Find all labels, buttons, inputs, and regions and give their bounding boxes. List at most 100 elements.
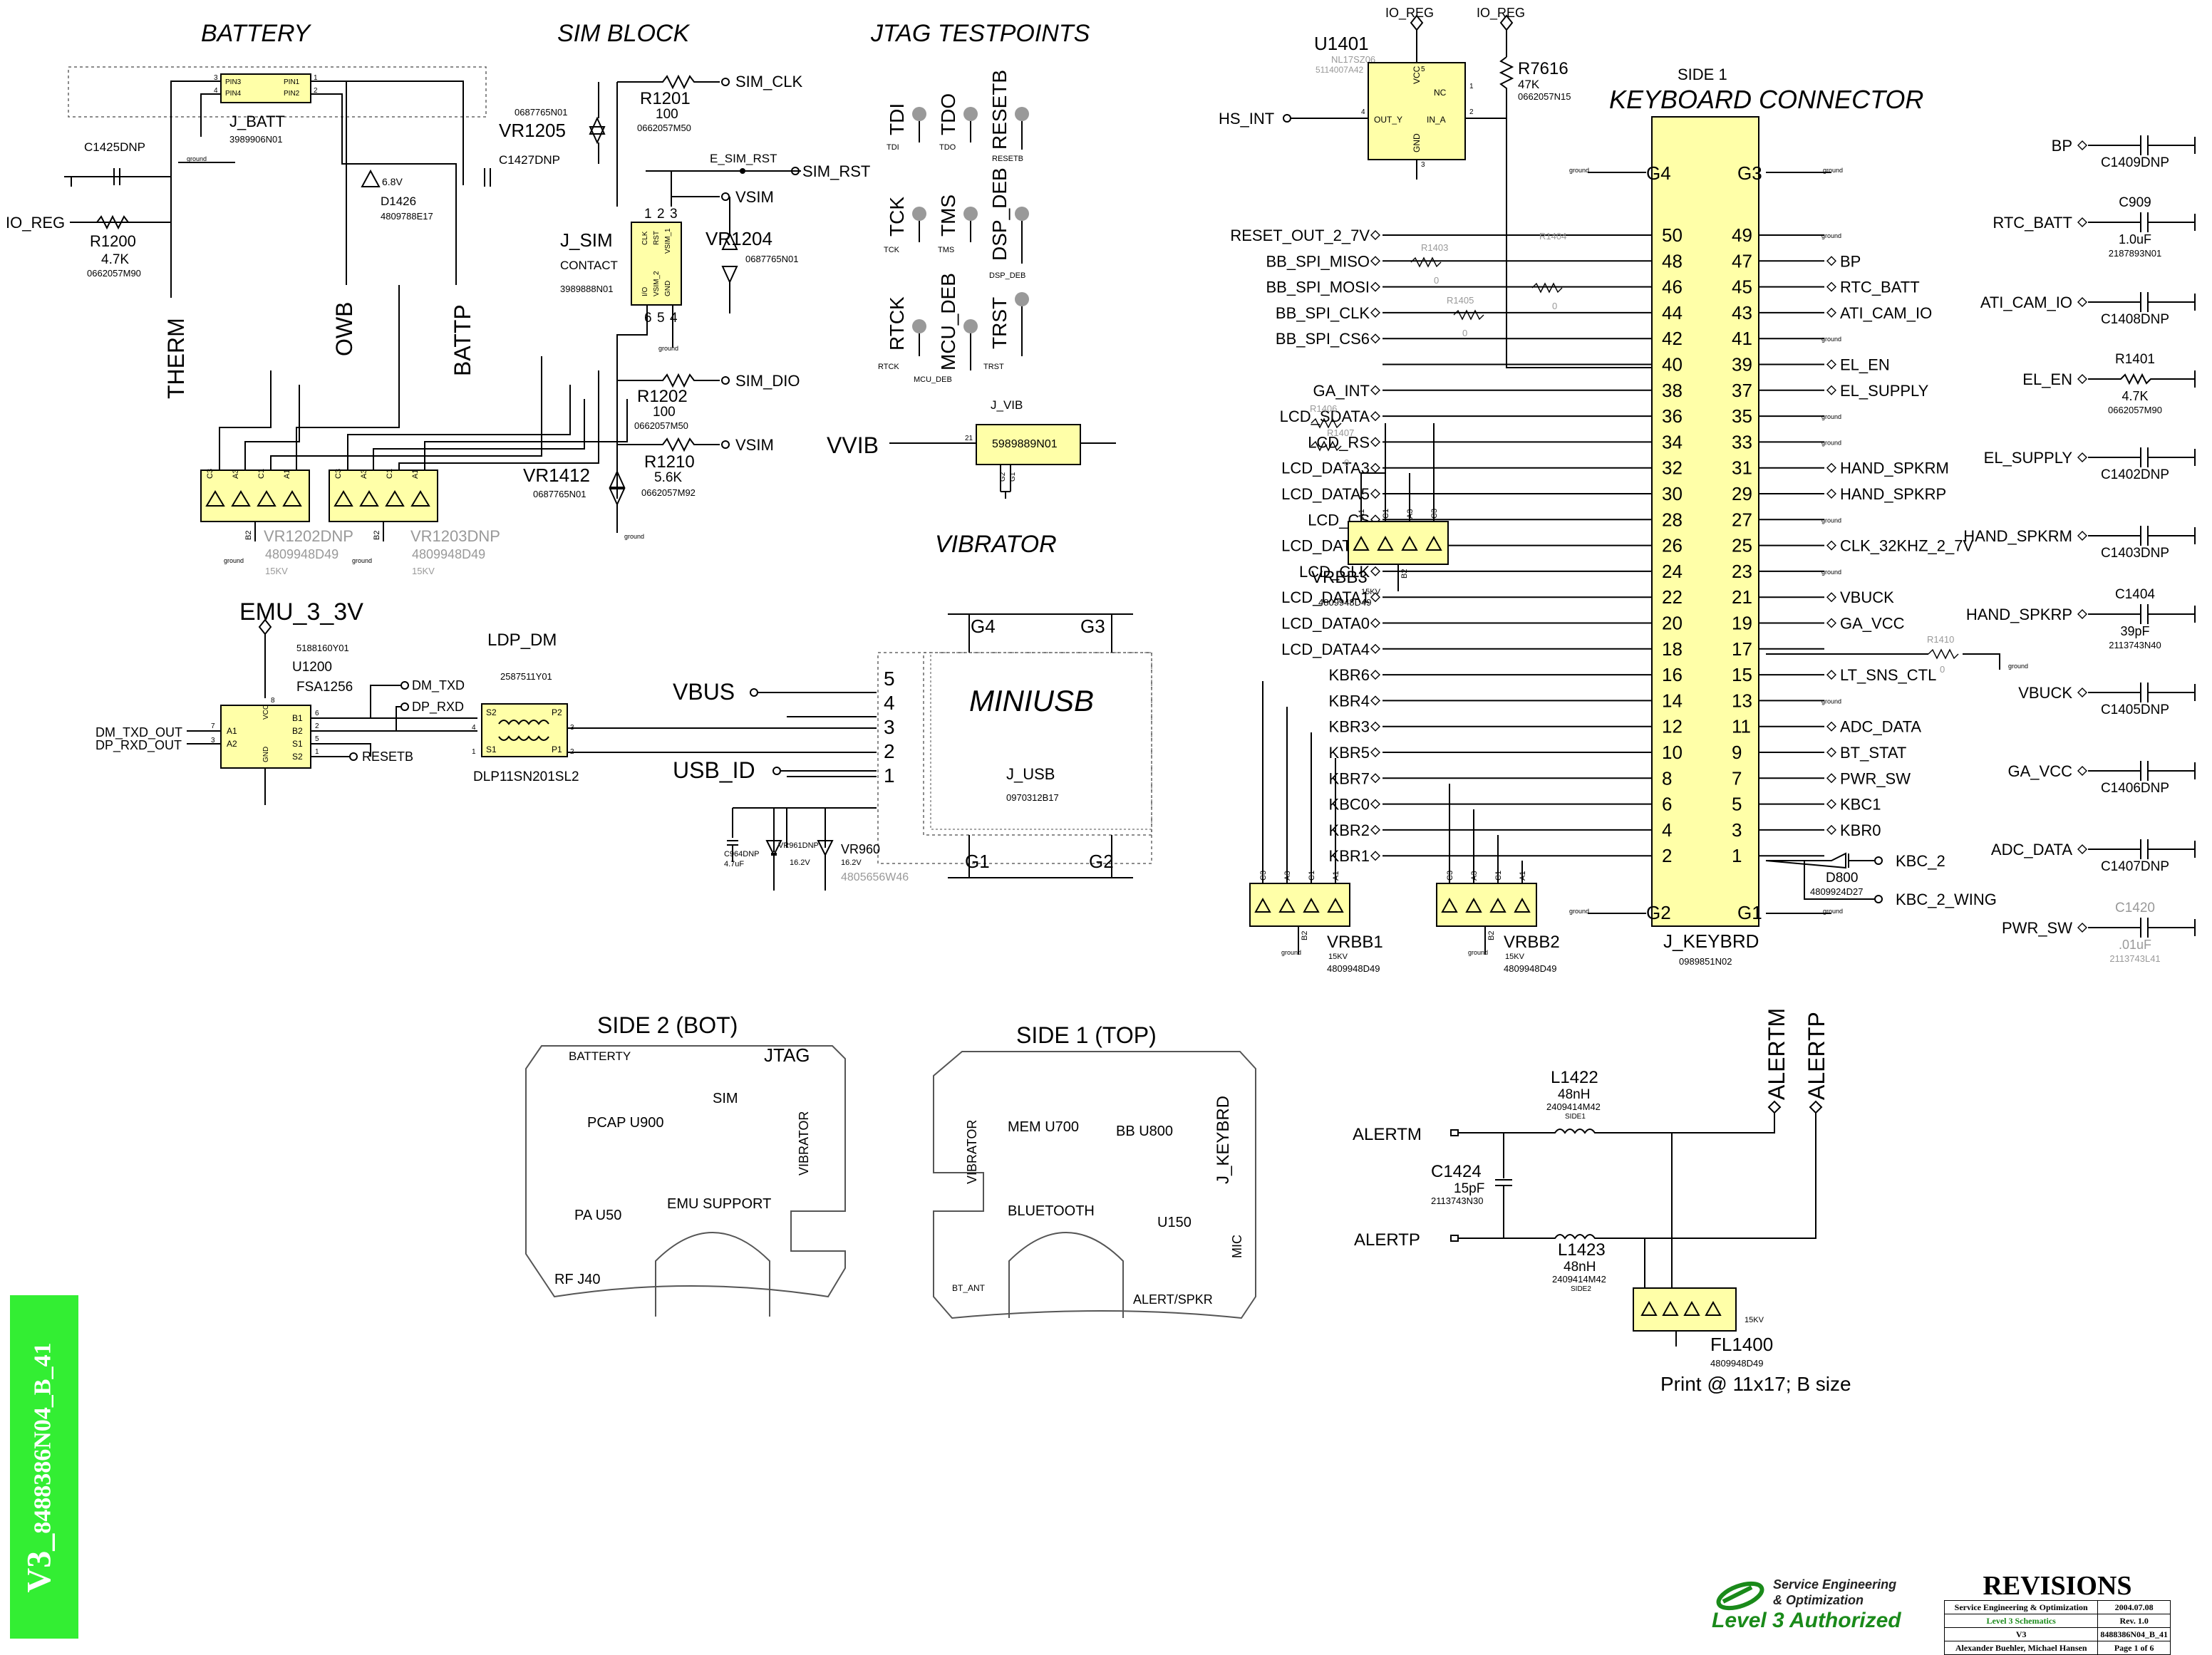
net-port[interactable] [1826, 540, 1836, 551]
net-port[interactable] [1370, 307, 1380, 318]
j-vib-ref: J_VIB [991, 398, 1023, 412]
cap-net-port[interactable] [2077, 452, 2087, 462]
keybrd-pin-left: 46 [1662, 276, 1683, 298]
hs-int-port[interactable] [1283, 114, 1291, 123]
net-port[interactable] [1826, 462, 1836, 473]
net-port[interactable] [1370, 643, 1380, 654]
alertm-port[interactable] [1450, 1129, 1459, 1136]
keybrd-net-left: LCD_CLK [1299, 563, 1370, 581]
u1200-s2: S2 [292, 752, 303, 762]
net-port[interactable] [1826, 592, 1836, 603]
net-port[interactable] [1370, 773, 1380, 784]
kbc2-wing-port[interactable] [1874, 895, 1883, 903]
dp-rxd-out: DP_RXD_OUT [95, 738, 182, 753]
net-port[interactable] [1826, 670, 1836, 680]
j-sim-sub: CONTACT [560, 259, 618, 272]
net-port[interactable] [1826, 385, 1836, 395]
sim-rst-port[interactable] [791, 167, 800, 175]
u1200-vcc: VCC [262, 705, 270, 720]
usb-title: MINIUSB [969, 684, 1094, 717]
jtag-dsp-deb[interactable]: DSP_DEB DSP_DEB [988, 167, 1029, 280]
net-port[interactable] [1370, 230, 1380, 240]
vrbb2-ref: VRBB2 [1504, 933, 1560, 952]
cap-net-port[interactable] [2077, 844, 2087, 854]
jtag-rtck[interactable]: RTCK RTCK [878, 296, 926, 371]
jtag-tck-small: TCK [884, 246, 900, 254]
usb-id-label: USB_ID [673, 757, 755, 783]
vrbb1-gnd: ground [1281, 949, 1301, 956]
dm-txd-port[interactable] [400, 681, 409, 690]
net-port[interactable] [1826, 747, 1836, 757]
j-sim-box [631, 222, 682, 306]
usb-id-port[interactable] [772, 767, 781, 775]
net-port[interactable] [1826, 773, 1836, 784]
net-port[interactable] [1370, 385, 1380, 395]
net-port[interactable] [1370, 411, 1380, 422]
jtag-tdi[interactable]: TDI TDI [886, 103, 926, 152]
cap-net-port[interactable] [2077, 217, 2087, 227]
sim-section: 0687765N01 VR1205 SIM_CLK R1201 100 0662… [499, 73, 870, 540]
keybrd-net-left: KBR4 [1329, 692, 1370, 710]
cap-net-port[interactable] [2077, 374, 2087, 384]
net-port[interactable] [1826, 281, 1836, 292]
jtag-mcu-deb[interactable]: MCU_DEB MCU_DEB [914, 273, 978, 384]
cap-net-port[interactable] [2077, 609, 2087, 619]
net-port[interactable] [1370, 592, 1380, 603]
net-port[interactable] [1370, 489, 1380, 499]
net-port[interactable] [1370, 256, 1380, 266]
net-port[interactable] [1370, 618, 1380, 628]
vsim-port[interactable] [721, 192, 730, 201]
keybrd-pin-right: 49 [1732, 224, 1752, 246]
kbc2-port[interactable] [1874, 856, 1883, 865]
jtag-tdo[interactable]: TDO TDO [937, 93, 978, 152]
net-port[interactable] [1826, 799, 1836, 809]
cap-net-port[interactable] [2077, 923, 2087, 933]
net-port[interactable] [1370, 851, 1380, 861]
fl1400-pn: 4809948D49 [1710, 1358, 1763, 1369]
net-port[interactable] [1826, 721, 1836, 732]
vbus-port[interactable] [750, 688, 758, 697]
net-port[interactable] [1826, 256, 1836, 266]
io-reg-label: IO_REG [6, 214, 65, 232]
keybrd-pin-right: 33 [1732, 431, 1752, 452]
net-port[interactable] [1826, 307, 1836, 318]
net-port[interactable] [1370, 462, 1380, 473]
resetb-port[interactable] [349, 752, 358, 761]
net-port[interactable] [1826, 824, 1836, 835]
keybrd-pin-right: 45 [1732, 276, 1752, 298]
alertp-port[interactable] [1450, 1235, 1459, 1242]
net-port[interactable] [1370, 333, 1380, 344]
jtag-tms[interactable]: TMS TMS [937, 194, 978, 254]
l1422-pn: 2409414M42 [1546, 1101, 1601, 1112]
cap-net-port[interactable] [2077, 766, 2087, 776]
net-port[interactable] [1826, 618, 1836, 628]
sim-dio-port[interactable] [721, 376, 730, 385]
jtag-resetb[interactable]: RESETB RESETB [988, 70, 1029, 163]
vsim2-port[interactable] [721, 440, 730, 449]
net-port[interactable] [1826, 359, 1836, 370]
dp-rxd-port[interactable] [400, 702, 409, 711]
net-port[interactable] [1370, 824, 1380, 835]
net-port[interactable] [1370, 695, 1380, 706]
cap-net-port[interactable] [2077, 531, 2087, 541]
vvib-label: VVIB [827, 432, 879, 458]
jtag-tck[interactable]: TCK TCK [884, 197, 926, 254]
net-port[interactable] [1370, 670, 1380, 680]
keybrd-net-right: HAND_SPKRP [1840, 485, 1946, 503]
net-port[interactable] [1370, 721, 1380, 732]
net-port[interactable] [1370, 799, 1380, 809]
jtag-trst[interactable]: TRST TRST [983, 292, 1029, 371]
cap-net-port[interactable] [2077, 688, 2087, 697]
keybrd-gnd2: ground [1823, 167, 1843, 174]
cap-net-port[interactable] [2077, 297, 2087, 307]
net-port[interactable] [1370, 566, 1380, 576]
cap-net-port[interactable] [2077, 140, 2087, 150]
net-port[interactable] [1826, 489, 1836, 499]
sim-clk-port[interactable] [721, 78, 730, 86]
title-keyboard-connector: KEYBOARD CONNECTOR [1609, 85, 1923, 114]
net-port[interactable] [1370, 281, 1380, 292]
net-port[interactable] [1370, 437, 1380, 447]
net-port[interactable] [1370, 747, 1380, 757]
side2-label-5: EMU SUPPORT [667, 1196, 771, 1212]
vr1203-kv: 15KV [412, 566, 435, 576]
